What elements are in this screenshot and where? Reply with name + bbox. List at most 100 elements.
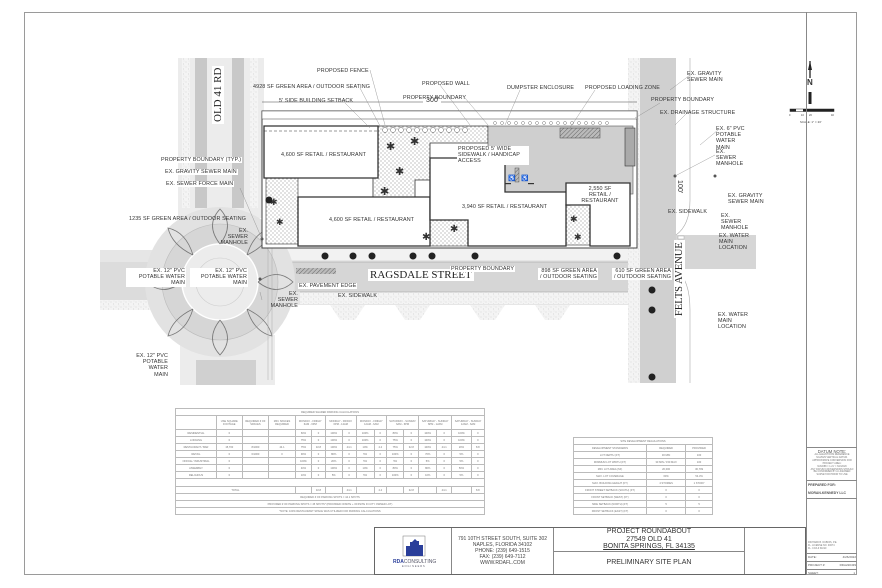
total-value: 4.4: [373, 486, 387, 494]
site-table-cell: 0: [685, 486, 713, 494]
parking-cell: 0: [403, 429, 420, 437]
parking-use-type: ASSEMBLY: [175, 464, 217, 472]
project-name: PROJECT ROUNDABOUT: [606, 528, 692, 535]
parking-cell: 80%: [418, 464, 438, 472]
parking-cell: 10%: [294, 471, 313, 479]
site-table-cell: 60%: [645, 472, 687, 480]
parking-cell: [268, 436, 296, 444]
callout-ex-water-main-r1: EX. WATER MAIN LOCATION: [719, 233, 749, 252]
parking-cell: 100%: [451, 436, 472, 444]
parking-cell: [268, 464, 296, 472]
site-table-cell: 0: [685, 493, 713, 501]
parking-cell: 0: [470, 436, 486, 444]
callout-ex-drainage: EX. DRAINAGE STRUCTURE: [660, 110, 736, 116]
parking-table-title: REQUIRED SHARED PARKING CALCULATIONS: [175, 408, 485, 416]
parking-cell: 5%: [451, 471, 472, 479]
svg-text:✱: ✱: [276, 217, 284, 227]
site-header-required: REQUIRED: [645, 444, 687, 452]
parking-cell: 0: [311, 429, 326, 437]
project-address-line1: 27549 OLD 41: [626, 535, 672, 543]
callout-ex-12-pvc-bottom-left: EX. 12" PVC POTABLE WATER MAIN: [136, 353, 168, 378]
parking-cell: 0: [470, 429, 486, 437]
svg-text:✱: ✱: [395, 166, 404, 178]
company-logo-icon: [402, 535, 426, 557]
scale-tick-0: 0: [789, 114, 791, 117]
parking-cell: 0: [373, 464, 387, 472]
parking-use-type: RESTAURANT / BAR: [175, 443, 217, 451]
site-table-cell: 30 MIN / 150 MAX: [645, 458, 687, 466]
parking-use-type: RETAIL: [175, 450, 217, 458]
total-label: TOTAL: [175, 486, 296, 494]
parking-cell: 0: [436, 436, 453, 444]
parking-cell: 8.8: [470, 443, 486, 451]
site-header-provided: PROVIDED: [685, 444, 713, 452]
building-label-1: 4,600 SF RETAIL / RESTAURANT: [281, 152, 367, 158]
parking-note-provided: PROVIDED # OF PARKING SPOTS = 45 SPOTS* …: [175, 500, 485, 508]
parking-cell: 70%: [418, 450, 438, 458]
datum-note-line: BE CONFIRMED BY A LICENSED: [813, 470, 851, 474]
parking-cell: 0: [311, 450, 326, 458]
callout-side-setback: 5' SIDE BUILDING SETBACK: [279, 98, 354, 104]
parking-cell: 0: [436, 450, 453, 458]
ragsdale-street-label: RAGSDALE STREET: [368, 269, 474, 281]
title-block: RDACONSULTING ENGINEERS 791 10TH STREET …: [374, 527, 806, 575]
parking-cell: 5%: [418, 457, 438, 465]
engineer-line: RICHARD B. DUBOIS, P.E.: [808, 541, 838, 544]
callout-ex-sewer-manhole-l2: EX. SEWER MANHOLE: [270, 291, 298, 310]
building-label-3: 3,940 SF RETAIL / RESTAURANT: [462, 204, 548, 210]
site-header-standard: DEVELOPMENT STANDARDS: [573, 444, 647, 452]
site-table-cell: 0: [645, 507, 687, 515]
callout-property-boundary-typ: PROPERTY BOUNDARY (TYP.): [160, 157, 243, 164]
scale-text: SCALE: 1" = 20': [800, 120, 822, 124]
parking-cell: 0: [436, 464, 453, 472]
parking-cell: 4.4: [373, 443, 387, 451]
depth-dimension: 100': [676, 180, 683, 194]
prepared-for-label: PREPARED FOR:: [808, 483, 836, 487]
project-number-value: RDA220439: [839, 563, 856, 567]
svg-text:✱: ✱: [386, 141, 395, 153]
parking-cell: 40%: [294, 464, 313, 472]
callout-ex-sidewalk-right: EX. SIDEWALK: [668, 209, 708, 215]
parking-cell: 0: [403, 436, 420, 444]
parking-cell: 0: [373, 450, 387, 458]
svg-text:✱: ✱: [422, 232, 430, 243]
company-website: WWW.RDAFL.COM: [480, 560, 525, 566]
total-value: 32.8: [403, 486, 420, 494]
header-mf-night: MONDAY - FRIDAY 12AM - 6AM: [355, 415, 387, 430]
frontage-dimension: 300': [426, 97, 440, 104]
street-tree-markers: [265, 196, 656, 381]
parking-cell: 80%: [385, 464, 405, 472]
old-41-road-label: OLD 41 RD: [212, 65, 224, 124]
callout-green-610: 610 SF GREEN AREA / OUTDOOR SEATING: [612, 268, 672, 281]
parking-cell: 75%: [294, 443, 313, 451]
callout-ex-12-pvc-left: EX. 12" PVC POTABLE WATER MAIN: [126, 268, 186, 287]
parking-cell: 0: [341, 450, 357, 458]
company-fax: FAX: (239) 649-7112: [479, 554, 526, 560]
callout-green-1235: 1235 SF GREEN AREA / OUTDOOR SEATING: [129, 216, 247, 222]
svg-text:✱: ✱: [450, 224, 458, 235]
accessible-parking: ♿ ♿: [505, 167, 534, 185]
parking-cell: 5%: [355, 457, 375, 465]
parking-cell: 0: [216, 450, 243, 458]
felts-avenue-label: FELTS AVENUE: [674, 240, 685, 318]
buildings: [263, 125, 631, 247]
header-ss-night: SATURDAY - SUNDAY 12AM - 6AM: [451, 415, 485, 430]
parking-cell: 8/1000: [241, 443, 270, 451]
datum-note-line: APPROXIMATE CONVERSION FOR: [812, 458, 852, 462]
parking-cell: 44.1: [268, 443, 296, 451]
parking-cell: 0: [470, 450, 486, 458]
callout-loading-zone: PROPOSED LOADING ZONE: [585, 85, 660, 91]
callout-property-boundary-right: PROPERTY BOUNDARY: [651, 97, 715, 103]
parking-cell: 6/1000: [241, 450, 270, 458]
parking-cell: [268, 457, 296, 465]
company-phone: PHONE: (239) 649-1515: [475, 548, 530, 554]
site-table-cell: MAX. LOT COVERAGE: [573, 472, 647, 480]
parking-cell: 0: [216, 464, 243, 472]
parking-cell: 100%: [355, 429, 375, 437]
